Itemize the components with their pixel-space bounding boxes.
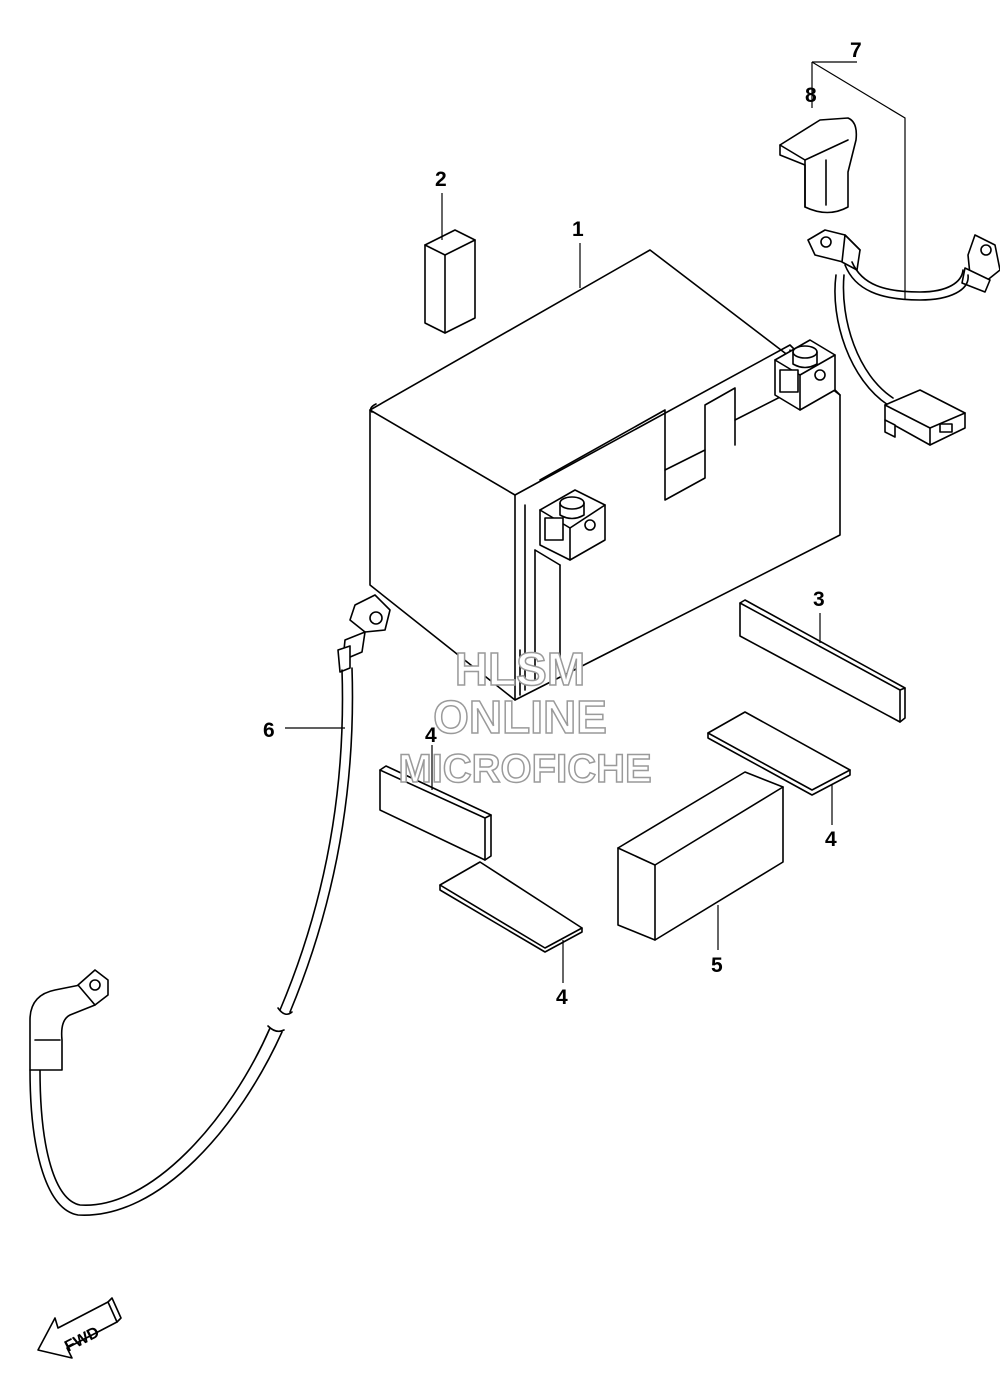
callout-4-right: 4 <box>825 828 837 851</box>
callout-4-bottom: 4 <box>556 986 568 1009</box>
fwd-arrow: FWD <box>37 1297 122 1359</box>
callout-2: 2 <box>435 168 447 191</box>
callout-8: 8 <box>805 84 817 107</box>
callout-1: 1 <box>572 218 584 241</box>
callout-3: 3 <box>813 588 825 611</box>
watermark-line-3: MICROFICHE <box>398 747 651 791</box>
cable-part-6[interactable] <box>29 594 391 1216</box>
harness-part-7[interactable] <box>807 229 1000 446</box>
callout-7: 7 <box>850 39 862 62</box>
pad-part-4-bottom-sheet[interactable] <box>439 861 583 953</box>
callout-6: 6 <box>263 719 275 742</box>
pad-part-4-left-strip[interactable] <box>379 765 492 861</box>
pad-part-5[interactable] <box>617 771 784 941</box>
pad-part-2[interactable] <box>424 229 476 334</box>
watermark-line-1: HLSM <box>455 643 585 695</box>
watermark-line-2: ONLINE <box>433 691 607 743</box>
battery-part-1[interactable] <box>369 249 841 701</box>
callout-4-left: 4 <box>425 724 437 747</box>
cap-part-8[interactable] <box>779 117 858 214</box>
callout-5: 5 <box>711 954 723 977</box>
pad-part-3[interactable] <box>739 599 906 723</box>
leader-lines <box>285 61 906 983</box>
watermark: HLSM ONLINE MICROFICHE <box>398 642 653 792</box>
pad-part-4-right-sheet[interactable] <box>707 711 851 796</box>
callout-labels: 1 2 3 4 4 4 5 6 7 8 <box>263 39 862 1009</box>
